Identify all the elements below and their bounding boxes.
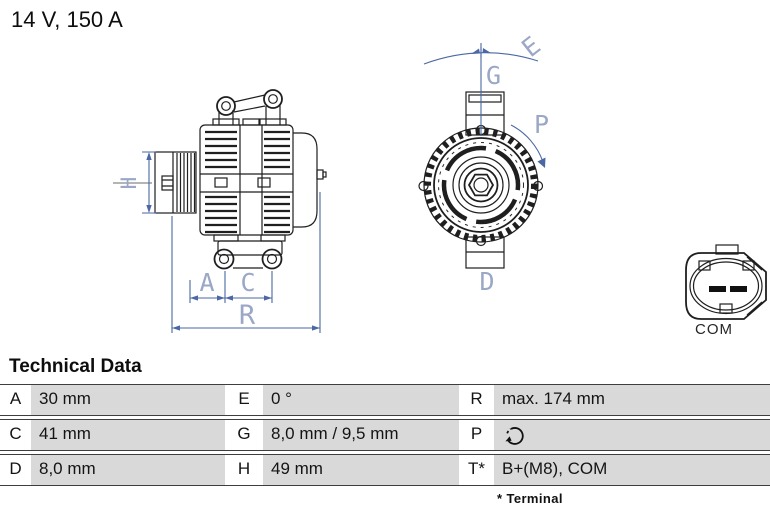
param-key: C (0, 420, 31, 450)
param-value: B+(M8), COM (494, 455, 770, 485)
param-value: 49 mm (263, 455, 459, 485)
alternator-side-view (113, 89, 327, 270)
param-key: D (0, 455, 31, 485)
side-view-dimensions: H A C R (117, 151, 321, 333)
dim-label-d: D (479, 267, 494, 296)
dim-label-c: C (240, 268, 255, 297)
param-key: E (225, 385, 263, 415)
dim-label-e: E (516, 31, 546, 63)
param-key: T* (459, 455, 494, 485)
table-row: A 30 mm E 0 ° R max. 174 mm (0, 384, 770, 416)
param-key: G (225, 420, 263, 450)
dim-label-a: A (199, 268, 214, 297)
dim-label-r: R (239, 300, 256, 331)
alternator-front-view (418, 91, 544, 269)
param-key: H (225, 455, 263, 485)
table-row: C 41 mm G 8,0 mm / 9,5 mm P (0, 419, 770, 451)
param-key: P (459, 420, 494, 450)
alternator-diagram: H A C R (113, 31, 767, 338)
connector-label: COM (695, 321, 733, 338)
connector-diagram: COM (685, 244, 767, 338)
param-key: A (0, 385, 31, 415)
param-value: 41 mm (31, 420, 225, 450)
param-value: 30 mm (31, 385, 225, 415)
connector-pin (730, 286, 747, 292)
param-value: max. 174 mm (494, 385, 770, 415)
param-value: 8,0 mm (31, 455, 225, 485)
table-row: D 8,0 mm H 49 mm T* B+(M8), COM (0, 454, 770, 486)
dim-label-h: H (117, 177, 141, 190)
connector-pin (709, 286, 726, 292)
dim-label-p: P (534, 110, 549, 139)
param-value: 0 ° (263, 385, 459, 415)
technical-data-heading: Technical Data (9, 356, 142, 377)
product-spec-title: 14 V, 150 A (11, 7, 123, 32)
param-key: R (459, 385, 494, 415)
technical-data-table: A 30 mm E 0 ° R max. 174 mm C 41 mm G 8,… (0, 384, 770, 489)
param-value-rotation (494, 420, 770, 450)
dim-label-g: G (486, 61, 501, 90)
param-value: 8,0 mm / 9,5 mm (263, 420, 459, 450)
terminal-footnote: * Terminal (497, 491, 563, 506)
rotation-direction-icon (505, 426, 524, 445)
